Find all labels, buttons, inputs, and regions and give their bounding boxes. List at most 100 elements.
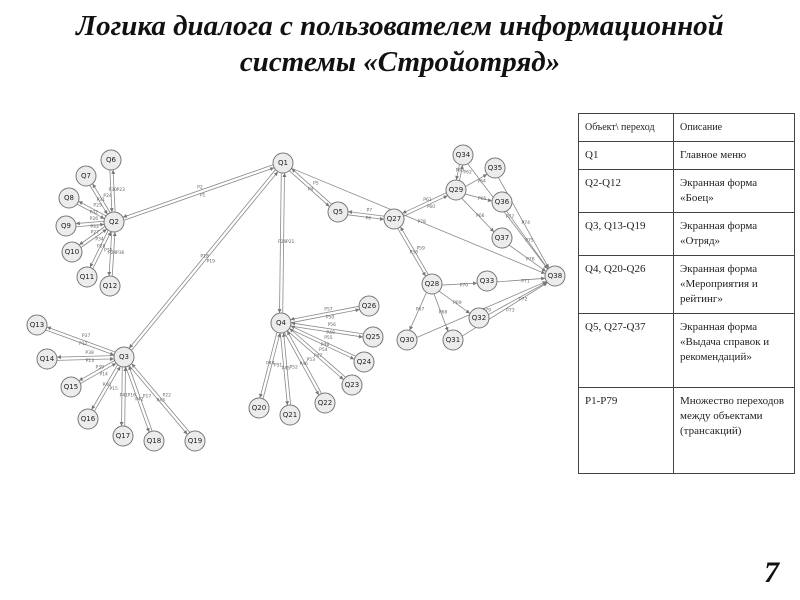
edge-Q24-Q4 (290, 325, 356, 357)
edge-label: P34 (95, 236, 104, 242)
node-label: Q21 (283, 411, 297, 419)
node-circle (61, 241, 83, 263)
node-q18: Q18 (143, 430, 165, 452)
node-circle (383, 208, 405, 230)
node-q3: Q3 (113, 346, 135, 368)
edge-Q3-Q19 (128, 365, 188, 435)
edge-label: P12 (79, 341, 88, 347)
slide-title: Логика диалога с пользователем информаци… (20, 8, 780, 80)
node-label: Q9 (61, 222, 71, 230)
node-q38: Q38 (544, 265, 566, 287)
edge-Q5-Q1 (291, 168, 332, 205)
node-circle (76, 266, 98, 288)
edge-label: P62 (463, 169, 472, 175)
node-label: Q27 (387, 215, 401, 223)
edge-label: P57 (324, 307, 333, 313)
edge-Q3-Q17 (119, 366, 124, 426)
edge-Q33-Q38 (497, 276, 546, 283)
node-q23: Q23 (341, 374, 363, 396)
edge-Q28-Q32 (438, 290, 471, 314)
node-label: Q7 (81, 172, 91, 180)
legend-table: Объект\ переход Описание Q1 Главное меню… (578, 113, 795, 474)
node-circle (396, 329, 418, 351)
edge-label: P75 (525, 237, 534, 243)
edge-label: P19 (207, 259, 216, 265)
edge-label: P4 (308, 186, 314, 192)
edge-Q35-Q38 (498, 177, 550, 269)
node-circle (184, 430, 206, 452)
node-q10: Q10 (61, 241, 83, 263)
edge-Q4-Q20 (259, 332, 278, 399)
legend-description: Экранная форма «Боец» (673, 169, 795, 213)
edge-Q2-Q11 (89, 230, 109, 268)
node-circle (491, 191, 513, 213)
node-label: Q14 (40, 355, 55, 363)
edge-Q20-Q4 (262, 332, 281, 399)
edge-label: P61 (423, 197, 432, 203)
node-q20: Q20 (248, 397, 270, 419)
edge-Q37-Q38 (508, 244, 547, 272)
node-label: Q19 (188, 437, 202, 445)
edge-label: P5 (313, 181, 319, 187)
edge-label: P18 (200, 253, 209, 259)
edge-Q32-Q38 (488, 281, 548, 315)
edge-label: P71 (521, 278, 530, 284)
edge-Q17-Q3 (123, 367, 128, 427)
edge-label: P30 (109, 187, 118, 193)
legend-row: Q1 Главное меню (578, 141, 795, 170)
edge-Q25-Q4 (291, 321, 364, 335)
node-q30: Q30 (396, 329, 418, 351)
node-circle (341, 374, 363, 396)
node-q36: Q36 (491, 191, 513, 213)
node-q32: Q32 (468, 307, 490, 329)
node-q16: Q16 (77, 408, 99, 430)
edge-Q9-Q2 (76, 222, 105, 228)
node-q14: Q14 (36, 348, 58, 370)
legend-object: Q5, Q27-Q37 (578, 313, 674, 388)
edge-Q34-Q29 (455, 164, 460, 180)
edge-Q29-Q35 (465, 173, 488, 187)
node-q11: Q11 (76, 266, 98, 288)
legend-description: Экранная форма «Отряд» (673, 212, 795, 256)
node-circle (60, 376, 82, 398)
node-q34: Q34 (452, 144, 474, 166)
node-label: Q11 (80, 273, 94, 281)
node-label: Q20 (252, 404, 266, 412)
edge-Q3-Q18 (125, 366, 150, 433)
node-label: Q17 (116, 432, 130, 440)
edge-Q2-Q1 (123, 167, 275, 221)
edge-Q22-Q4 (286, 330, 322, 394)
node-circle (491, 227, 513, 249)
edge-label: P56 (328, 322, 337, 328)
node-q2: Q2 (103, 211, 125, 233)
node-label: Q29 (449, 186, 463, 194)
edge-label: P55 (324, 335, 333, 341)
graph-edges (45, 163, 550, 435)
edge-Q7-Q2 (89, 185, 108, 215)
node-circle (143, 430, 165, 452)
edge-Q13-Q3 (45, 329, 115, 356)
edge-Q12-Q2 (111, 232, 117, 277)
edge-label: P15 (109, 386, 118, 392)
node-label: Q33 (480, 277, 494, 285)
edge-label: P21 (286, 239, 295, 245)
node-label: Q22 (318, 399, 332, 407)
legend-row: P1-P79 Множество переходов между объекта… (578, 387, 795, 474)
edge-label: P13 (86, 358, 95, 364)
edge-Q14-Q3 (57, 356, 115, 361)
node-label: Q31 (446, 336, 460, 344)
node-q25: Q25 (362, 326, 384, 348)
edge-label: P49 (326, 330, 335, 336)
edge-label: P31 (97, 197, 106, 203)
edge-label: P42 (135, 396, 144, 402)
edge-Q1-Q4 (277, 172, 282, 313)
node-circle (452, 144, 474, 166)
edge-Q2-Q12 (107, 231, 113, 276)
node-circle (544, 265, 566, 287)
edge-label: P14 (99, 371, 108, 377)
legend-description: Экранная форма «Выдача справок и рекомен… (673, 313, 795, 388)
node-circle (327, 201, 349, 223)
node-label: Q25 (366, 333, 380, 341)
page-number: 7 (764, 556, 779, 589)
edge-label: P22 (163, 392, 172, 398)
